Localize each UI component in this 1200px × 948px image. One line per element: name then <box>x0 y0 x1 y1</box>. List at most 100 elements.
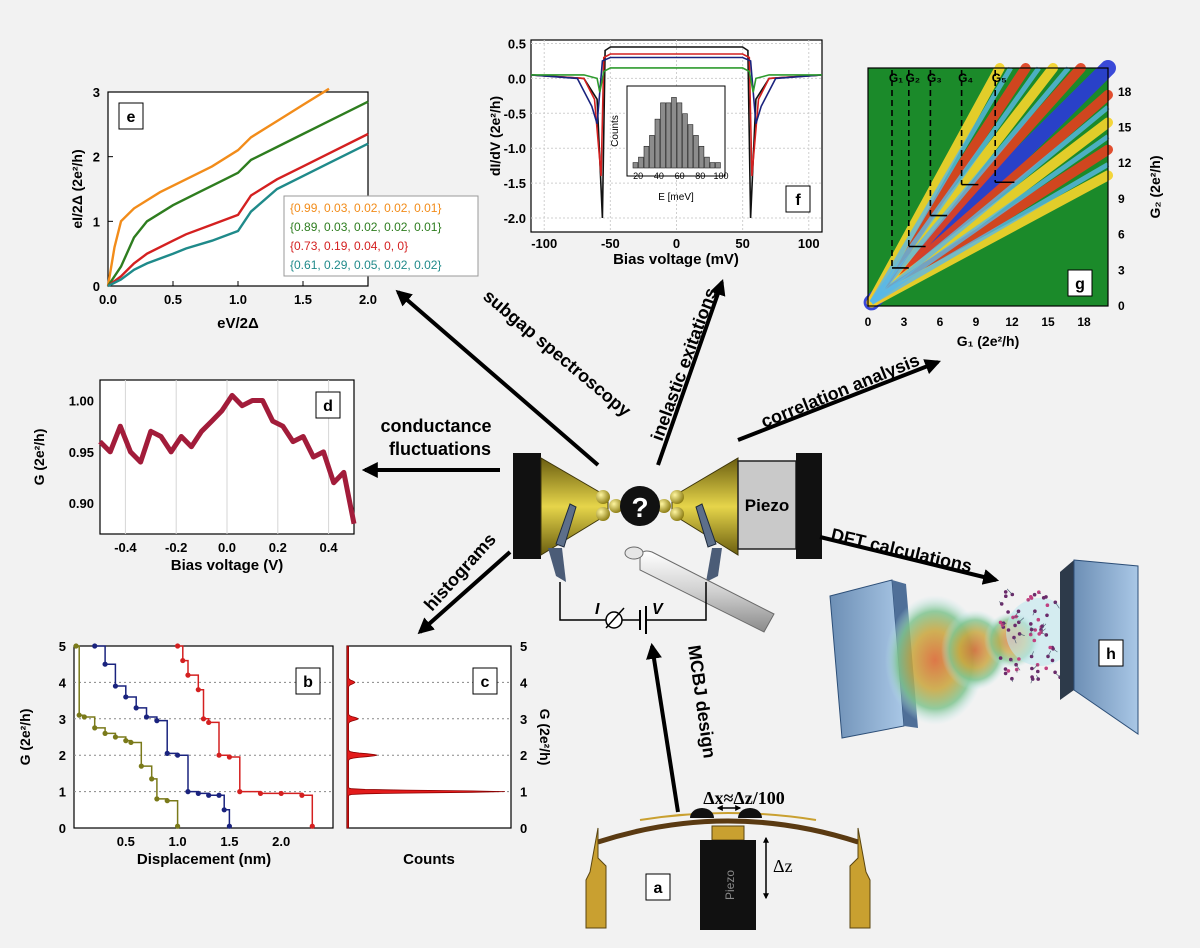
inset-bar-14 <box>705 157 710 168</box>
question-mark: ? <box>631 492 648 523</box>
inset-xtick-60: 60 <box>675 171 685 181</box>
panel-d-label: d <box>323 398 333 415</box>
b-ytick-3: 3 <box>59 712 66 727</box>
atom <box>1033 639 1037 643</box>
atom <box>1051 659 1055 663</box>
b-point <box>102 731 107 736</box>
atom <box>1007 669 1011 673</box>
b-ytick-2: 2 <box>59 748 66 763</box>
atom <box>1036 677 1040 681</box>
g-xtick-6: 6 <box>937 315 944 329</box>
b-point <box>175 643 180 648</box>
atom <box>1030 655 1034 659</box>
atom <box>1014 663 1018 667</box>
panel-a-label: a <box>654 880 663 897</box>
f-ytick-0.0: 0.0 <box>508 71 526 86</box>
atom <box>1026 598 1030 602</box>
atom <box>1029 622 1033 626</box>
inset-bar-4 <box>650 135 655 168</box>
f-xtick-100: 100 <box>798 236 820 251</box>
g-ytick-12: 12 <box>1118 156 1132 170</box>
b-point <box>206 793 211 798</box>
b-point <box>216 753 221 758</box>
b-point <box>92 725 97 730</box>
atom <box>1042 596 1046 600</box>
panel-h-label: h <box>1106 646 1116 663</box>
inset-bar-10 <box>683 114 688 168</box>
label-correlation: correlation analysis <box>758 350 922 432</box>
b-point <box>113 734 118 739</box>
d-xtick-0.4: 0.4 <box>320 540 339 555</box>
b-point <box>201 716 206 721</box>
center-device: ? Piezo I V <box>513 453 822 634</box>
b-point <box>310 824 315 829</box>
b-point <box>216 793 221 798</box>
f-ytick--0.5: -0.5 <box>504 106 526 121</box>
label-subgap: subgap spectroscopy <box>479 286 634 421</box>
g-xtick-9: 9 <box>973 315 980 329</box>
b-ytick-4: 4 <box>59 675 67 690</box>
panel-f-ylabel: dI/dV (2e²/h) <box>487 96 503 176</box>
e-xtick-0.5: 0.5 <box>164 292 182 307</box>
inset-bar-12 <box>694 135 699 168</box>
b-point <box>175 824 180 829</box>
current-label: I <box>595 601 600 618</box>
atom <box>1029 595 1033 599</box>
panel-a-dz: Δz <box>773 856 793 876</box>
legend-e-1: {0.99, 0.03, 0.02, 0.02, 0.01} <box>290 201 441 215</box>
atom <box>1004 590 1008 594</box>
d-ytick-0.90: 0.90 <box>69 496 94 511</box>
panel-g-ylabel: G₂ (2e²/h) <box>1147 156 1163 219</box>
panel-e-ylabel: eI/2Δ (2e²/h) <box>69 149 85 228</box>
panel-e: e {0.99, 0.03, 0.02, 0.02, 0.01} {0.89, … <box>69 85 478 332</box>
d-xtick--0.4: -0.4 <box>114 540 137 555</box>
inset-bar-15 <box>710 163 715 168</box>
c-ytick-3: 3 <box>520 712 527 727</box>
atom <box>1033 628 1037 632</box>
right-electrode <box>672 458 738 555</box>
panel-d-xlabel: Bias voltage (V) <box>171 557 284 574</box>
b-xtick-1.5: 1.5 <box>220 834 238 849</box>
e-ytick-1: 1 <box>93 214 100 229</box>
voltage-label: V <box>652 601 664 618</box>
g-xtick-15: 15 <box>1041 315 1055 329</box>
piezo-label: Piezo <box>745 496 789 515</box>
f-ytick-0.5: 0.5 <box>508 36 526 51</box>
atom <box>1030 667 1034 671</box>
g-ytick-6: 6 <box>1118 228 1125 242</box>
atom <box>1017 657 1021 661</box>
panel-c-label: c <box>481 674 490 691</box>
b-point <box>222 807 227 812</box>
panel-e-xlabel: eV/2Δ <box>217 315 259 332</box>
b-point <box>206 720 211 725</box>
b-point <box>134 705 139 710</box>
b-point <box>113 683 118 688</box>
inset-bar-16 <box>716 163 721 168</box>
diag-label-4: G₄ <box>958 71 973 85</box>
b-point <box>139 764 144 769</box>
inset-xtick-20: 20 <box>633 171 643 181</box>
inset-xtick-100: 100 <box>713 171 728 181</box>
inset-bar-11 <box>688 125 693 168</box>
b-point <box>165 751 170 756</box>
d-xtick-0.2: 0.2 <box>269 540 287 555</box>
g-ytick-15: 15 <box>1118 121 1132 135</box>
inset-bar-2 <box>639 157 644 168</box>
atom <box>1044 667 1048 671</box>
c-ytick-0: 0 <box>520 821 527 836</box>
atom <box>999 656 1003 660</box>
panel-h: h <box>830 560 1138 738</box>
inset-ylabel: Counts <box>610 115 621 147</box>
b-point <box>128 740 133 745</box>
b-point <box>279 791 284 796</box>
atom <box>1037 618 1041 622</box>
c-ytick-4: 4 <box>520 675 528 690</box>
inset-xtick-40: 40 <box>654 171 664 181</box>
b-point <box>237 789 242 794</box>
label-conductance: conductance <box>380 416 491 436</box>
legend-e-3: {0.73, 0.19, 0.04, 0, 0} <box>290 239 408 253</box>
atom <box>1053 671 1057 675</box>
